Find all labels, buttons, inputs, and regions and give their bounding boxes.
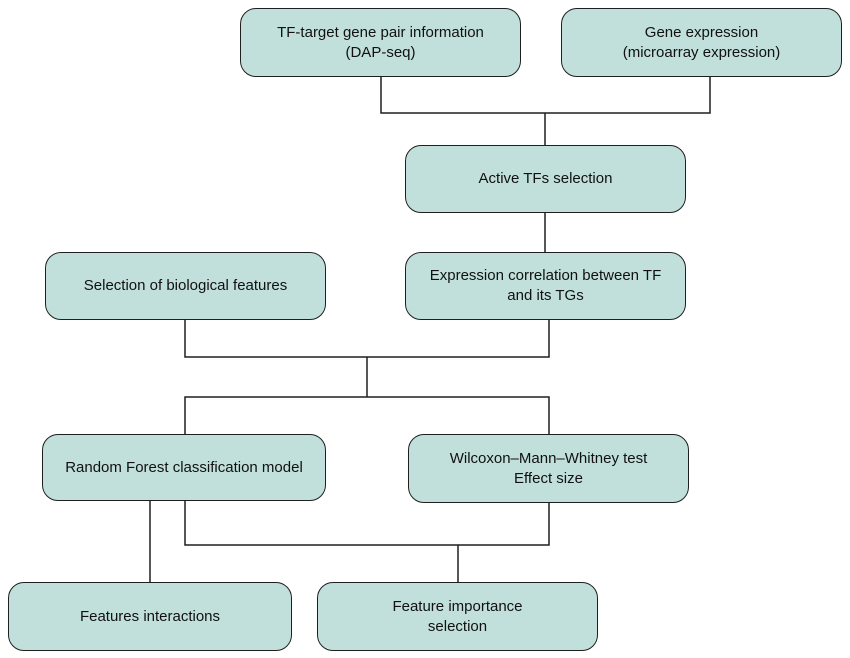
node-tf-target-line2: (DAP-seq) <box>345 43 416 61</box>
node-wilcoxon-test: Wilcoxon–Mann–Whitney test Effect size <box>408 434 689 503</box>
node-feature-importance-line2: selection <box>427 617 488 635</box>
node-random-forest-line1: Random Forest classification model <box>65 458 303 476</box>
node-wilcoxon-line2: Effect size <box>514 469 583 487</box>
node-wilcoxon-line1: Wilcoxon–Mann–Whitney test <box>449 449 648 467</box>
connector-importance-merge <box>184 501 550 546</box>
node-random-forest: Random Forest classification model <box>42 434 326 501</box>
node-expression-correlation: Expression correlation between TF and it… <box>405 252 686 320</box>
node-biological-features: Selection of biological features <box>45 252 326 320</box>
connector-features-merge <box>184 320 550 358</box>
node-features-interactions: Features interactions <box>8 582 292 651</box>
node-tf-target-line1: TF-target gene pair information <box>277 23 484 41</box>
node-gene-expression-line1: Gene expression <box>644 23 759 41</box>
node-gene-expression-line2: (microarray expression) <box>622 43 781 61</box>
node-features-interactions-line1: Features interactions <box>79 607 221 625</box>
node-feature-importance: Feature importance selection <box>317 582 598 651</box>
node-gene-expression: Gene expression (microarray expression) <box>561 8 842 77</box>
node-expr-corr-line2: and its TGs <box>507 287 584 304</box>
node-active-tfs-selection: Active TFs selection <box>405 145 686 213</box>
node-bio-features-line1: Selection of biological features <box>83 277 288 294</box>
node-active-tfs-line1: Active TFs selection <box>478 170 613 187</box>
connector-inputs-merge <box>380 77 711 114</box>
node-expr-corr-line1: Expression correlation between TF <box>429 267 662 284</box>
connector-split <box>184 396 550 434</box>
node-tf-target-gene-pair: TF-target gene pair information (DAP-seq… <box>240 8 521 77</box>
node-feature-importance-line1: Feature importance <box>392 597 523 615</box>
